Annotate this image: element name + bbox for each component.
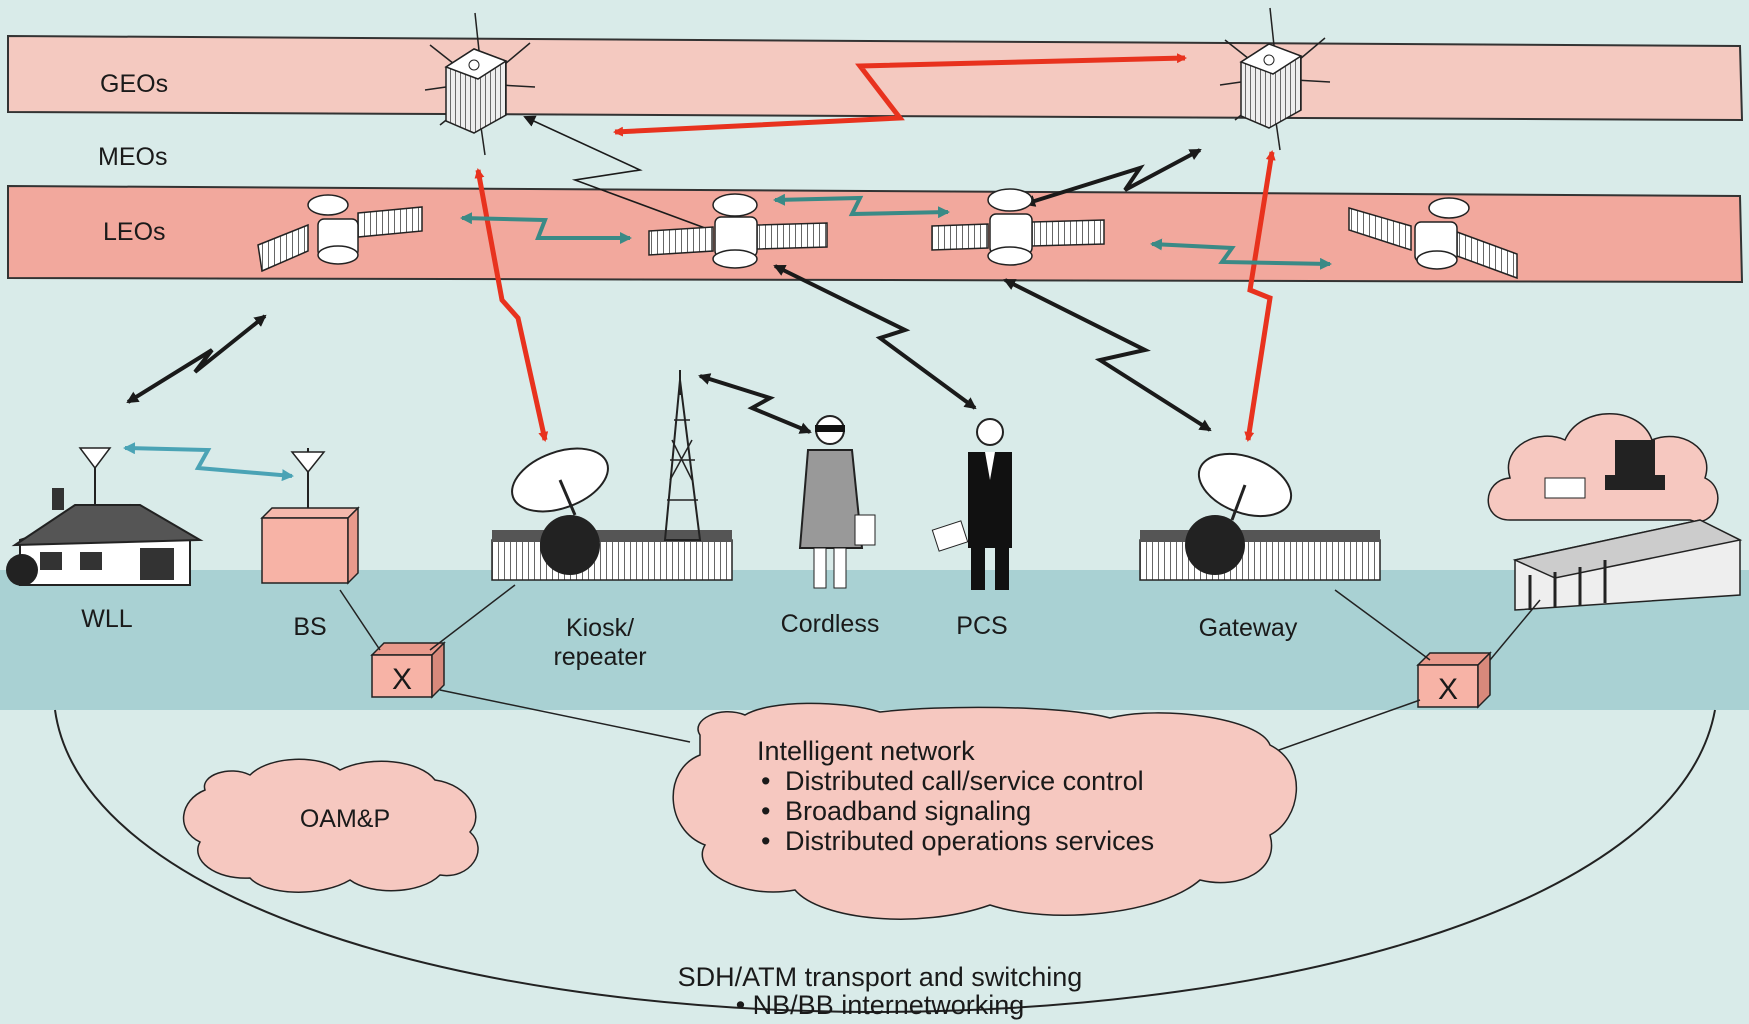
pcs-user-icon — [931, 418, 1012, 590]
transport-item-text: NB/BB internetworking — [752, 990, 1025, 1020]
leo-satellite-icon — [648, 193, 828, 269]
ground-connections — [339, 584, 1541, 756]
wll-label: WLL — [81, 605, 133, 633]
geo-to-geo-link — [613, 53, 1187, 137]
network-boundary-arc — [54, 709, 1716, 1014]
kiosk-label-line2: repeater — [553, 643, 647, 671]
intelligent-network-text: Intelligent network Distributed call/ser… — [757, 736, 1154, 856]
leo-to-pcs-link — [773, 264, 977, 410]
kiosk-label-line1: Kiosk/ — [565, 614, 635, 642]
leo-link-2 — [773, 193, 950, 219]
office-equipment-icon — [1544, 440, 1665, 499]
cordless-label: Cordless — [780, 610, 880, 638]
bs-cube-icon — [260, 448, 360, 585]
intelligent-network-item: Distributed call/service control — [761, 766, 1154, 796]
office-building-icon — [1512, 519, 1743, 611]
wll-to-leo-link — [126, 314, 267, 404]
geo-to-gateway-link — [1244, 150, 1276, 442]
tower-to-cordless-link — [698, 373, 812, 434]
intelligent-network-list: Distributed call/service control Broadba… — [757, 766, 1154, 856]
switch-left-symbol: X — [391, 663, 413, 696]
gateway-building-icon — [1139, 452, 1381, 581]
radio-tower-icon — [663, 370, 702, 541]
leo-satellite-icon — [1348, 197, 1518, 280]
kiosk-label: Kiosk/ repeater — [553, 614, 646, 672]
transport-text: SDH/ATM transport and switching • NB/BB … — [640, 963, 1120, 1019]
leo-label: LEOs — [103, 218, 166, 246]
transport-title: SDH/ATM transport and switching — [677, 962, 1083, 992]
intelligent-network-item: Distributed operations services — [761, 826, 1154, 856]
meo-label: MEOs — [98, 143, 168, 171]
geo-satellite-icon — [424, 12, 536, 156]
pcs-label: PCS — [956, 612, 1008, 640]
intelligent-network-title: Intelligent network — [757, 736, 975, 766]
geo-to-leo-link — [523, 115, 706, 229]
office-cloud — [1487, 413, 1719, 523]
leo-satellite-icon — [931, 188, 1105, 266]
wll-to-bs-link — [123, 442, 294, 482]
gateway-label: Gateway — [1198, 614, 1298, 642]
geo-label: GEOs — [100, 70, 169, 98]
oamp-cloud — [183, 758, 479, 893]
wll-house-icon — [6, 447, 204, 586]
leo-link-1 — [460, 212, 632, 244]
oamp-label: OAM&P — [299, 805, 391, 833]
leo-to-geo-link-right — [1023, 148, 1202, 207]
intelligent-network-item: Broadband signaling — [761, 796, 1154, 826]
switch-left — [370, 641, 446, 699]
cordless-user-icon — [798, 415, 876, 589]
transport-item: • NB/BB internetworking — [735, 990, 1025, 1020]
switch-right-symbol: X — [1437, 673, 1459, 706]
leo-satellite-icon — [257, 194, 423, 273]
geo-orbit-band — [7, 34, 1744, 122]
leo-to-gateway-link — [1003, 278, 1212, 432]
kiosk-building-icon — [491, 447, 733, 581]
geo-satellite-icon — [1219, 7, 1331, 151]
leo-link-3 — [1150, 238, 1332, 270]
bs-label: BS — [293, 613, 327, 641]
